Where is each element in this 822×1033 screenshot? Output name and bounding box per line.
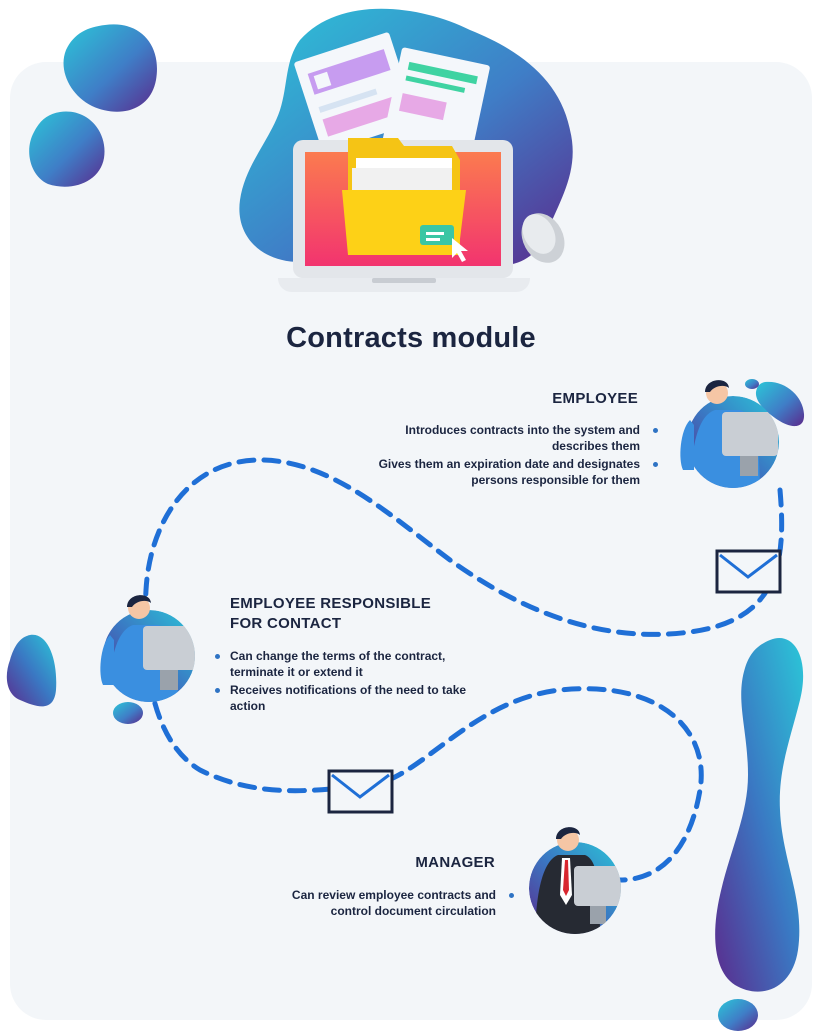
employee-duties-list: Introduces contracts into the system and… <box>358 422 658 490</box>
laptop-folder-illustration <box>239 8 573 292</box>
role-responsible-title: EMPLOYEE RESPONSIBLE FOR CONTACT <box>230 595 432 632</box>
bullet-dot <box>653 462 658 467</box>
role-manager-title: MANAGER <box>415 854 495 871</box>
bullet-dot <box>653 428 658 433</box>
bullet-dot <box>215 654 220 659</box>
envelope-icon-bottom <box>327 769 394 814</box>
responsible-duties-list: Can change the terms of the contract, te… <box>215 648 475 716</box>
list-item: Can change the terms of the contract, te… <box>215 648 475 680</box>
envelope-icon-right <box>715 549 782 594</box>
list-item: Receives notifications of the need to ta… <box>215 682 475 714</box>
bullet-dot <box>215 688 220 693</box>
list-item: Gives them an expiration date and design… <box>358 456 658 488</box>
manager-duties-list: Can review employee contracts and contro… <box>274 887 514 921</box>
role-employee-title: EMPLOYEE <box>552 390 638 407</box>
bullet-dot <box>509 893 514 898</box>
decor-blobs <box>6 24 805 1031</box>
page-title: Contracts module <box>286 322 536 354</box>
list-item: Introduces contracts into the system and… <box>358 422 658 454</box>
employee-avatar-icon <box>687 396 779 488</box>
manager-avatar-icon <box>529 842 621 934</box>
list-item: Can review employee contracts and contro… <box>274 887 514 919</box>
responsible-avatar-icon <box>103 610 195 702</box>
